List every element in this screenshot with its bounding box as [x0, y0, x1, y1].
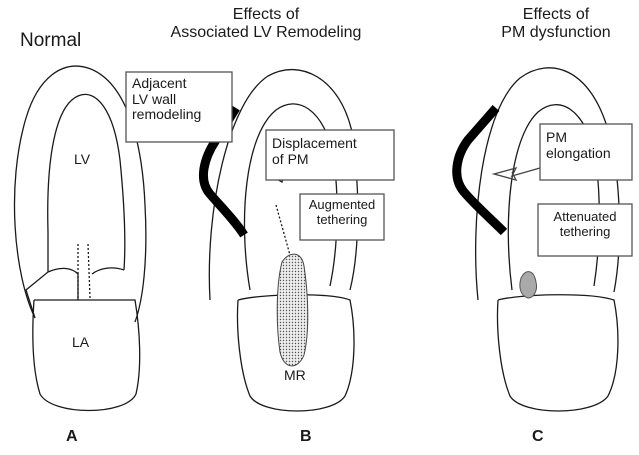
lv-inner-wall — [48, 94, 125, 270]
la-chamber — [498, 295, 618, 411]
mr-jet — [277, 254, 308, 366]
tether-line — [276, 205, 290, 255]
title-dysfunction: Effects of PM dysfunction — [476, 6, 636, 42]
panel-letter-c: C — [532, 428, 544, 446]
label-lv: LV — [74, 152, 90, 168]
title-remodeling: Effects of Associated LV Remodeling — [126, 6, 406, 42]
panel-letter-b: B — [300, 428, 312, 446]
mitral-region — [48, 268, 124, 300]
dysfunction-wall-band — [457, 108, 504, 232]
label-attenuated: Attenuated tethering — [540, 210, 630, 239]
title-normal: Normal — [20, 30, 81, 51]
label-displacement: Displacement of PM — [272, 136, 357, 167]
papillary-strand-2 — [88, 244, 90, 298]
label-la: LA — [72, 335, 89, 351]
label-adjacent-remodeling: Adjacent LV wall remodeling — [132, 76, 201, 123]
panel-letter-a: A — [66, 428, 78, 446]
label-mr: MR — [284, 368, 306, 384]
label-augmented: Augmented tethering — [302, 198, 382, 227]
small-mr-jet — [520, 272, 537, 298]
elongation-arrow — [494, 168, 540, 180]
la-chamber — [33, 300, 140, 411]
label-elongation: PM elongation — [546, 130, 611, 161]
